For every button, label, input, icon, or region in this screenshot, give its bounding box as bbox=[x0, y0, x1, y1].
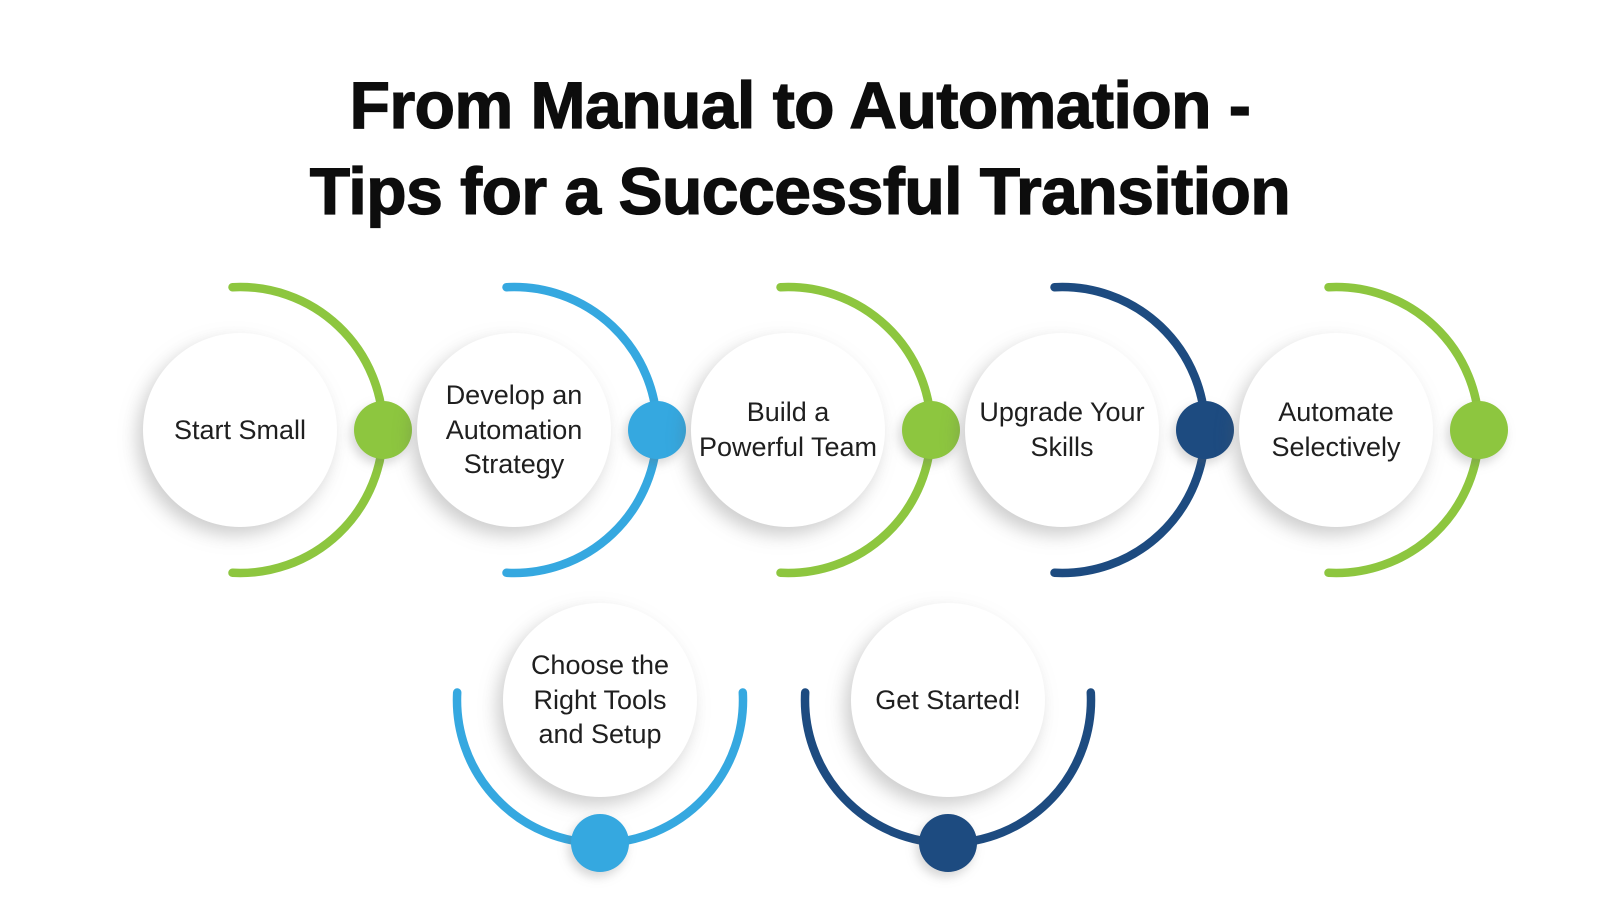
step-label: Upgrade Your Skills bbox=[979, 397, 1145, 462]
step-graphic bbox=[452, 603, 748, 872]
connector-dot bbox=[1176, 401, 1234, 459]
connector-dot bbox=[919, 814, 977, 872]
step-circle bbox=[965, 333, 1159, 527]
step-graphic bbox=[965, 282, 1234, 578]
step-start-small: Start Small bbox=[65, 255, 415, 605]
step-circle bbox=[503, 603, 697, 797]
step-label: Start Small bbox=[173, 414, 307, 445]
step-graphic bbox=[417, 282, 686, 578]
page-title: From Manual to Automation - Tips for a S… bbox=[309, 67, 1291, 228]
step-label: Choose the Right Tools and Setup bbox=[530, 650, 670, 750]
step-label: Automate Selectively bbox=[1271, 397, 1401, 462]
connector-dot bbox=[354, 401, 412, 459]
step-circle bbox=[691, 333, 885, 527]
connector-dot bbox=[571, 814, 629, 872]
step-build-team: Build a Powerful Team bbox=[613, 255, 963, 605]
step-upgrade-skills: Upgrade Your Skills bbox=[887, 255, 1237, 605]
step-get-started: Get Started! bbox=[773, 525, 1123, 875]
step-automate-selectively: Automate Selectively bbox=[1161, 255, 1511, 605]
step-label: Build a Powerful Team bbox=[698, 397, 878, 462]
step-circle bbox=[1239, 333, 1433, 527]
connector-dot bbox=[902, 401, 960, 459]
step-circle bbox=[417, 333, 611, 527]
step-label: Develop an Automation Strategy bbox=[445, 380, 583, 480]
step-choose-tools: Choose the Right Tools and Setup bbox=[425, 525, 775, 875]
step-develop-strategy: Develop an Automation Strategy bbox=[339, 255, 689, 605]
step-graphic bbox=[1239, 282, 1508, 578]
step-graphic bbox=[691, 282, 960, 578]
connector-dot bbox=[628, 401, 686, 459]
step-circle bbox=[143, 333, 337, 527]
connector-dot bbox=[1450, 401, 1508, 459]
step-circle bbox=[851, 603, 1045, 797]
step-label: Get Started! bbox=[875, 684, 1021, 715]
step-graphic bbox=[143, 282, 412, 578]
step-graphic bbox=[800, 603, 1096, 872]
